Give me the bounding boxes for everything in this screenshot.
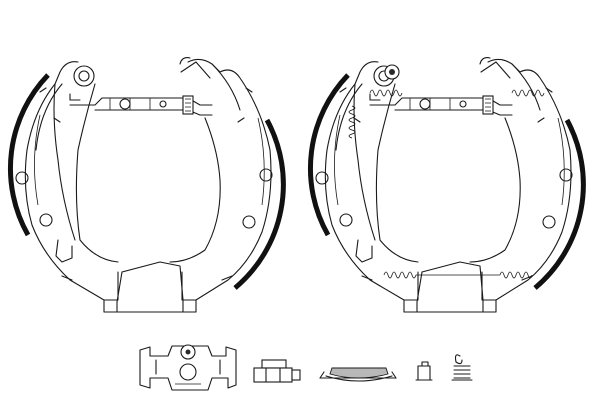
adjuster-nut [253, 359, 301, 383]
clip [415, 361, 433, 381]
brake-shoe-assembly-right [310, 58, 583, 312]
brake-shoe-assembly-left [10, 58, 283, 312]
spring [451, 354, 473, 381]
brake-lining-segment [319, 367, 397, 382]
lower-return-spring [383, 271, 533, 279]
wheel-cylinder [139, 344, 237, 391]
upper-return-spring [369, 89, 545, 97]
